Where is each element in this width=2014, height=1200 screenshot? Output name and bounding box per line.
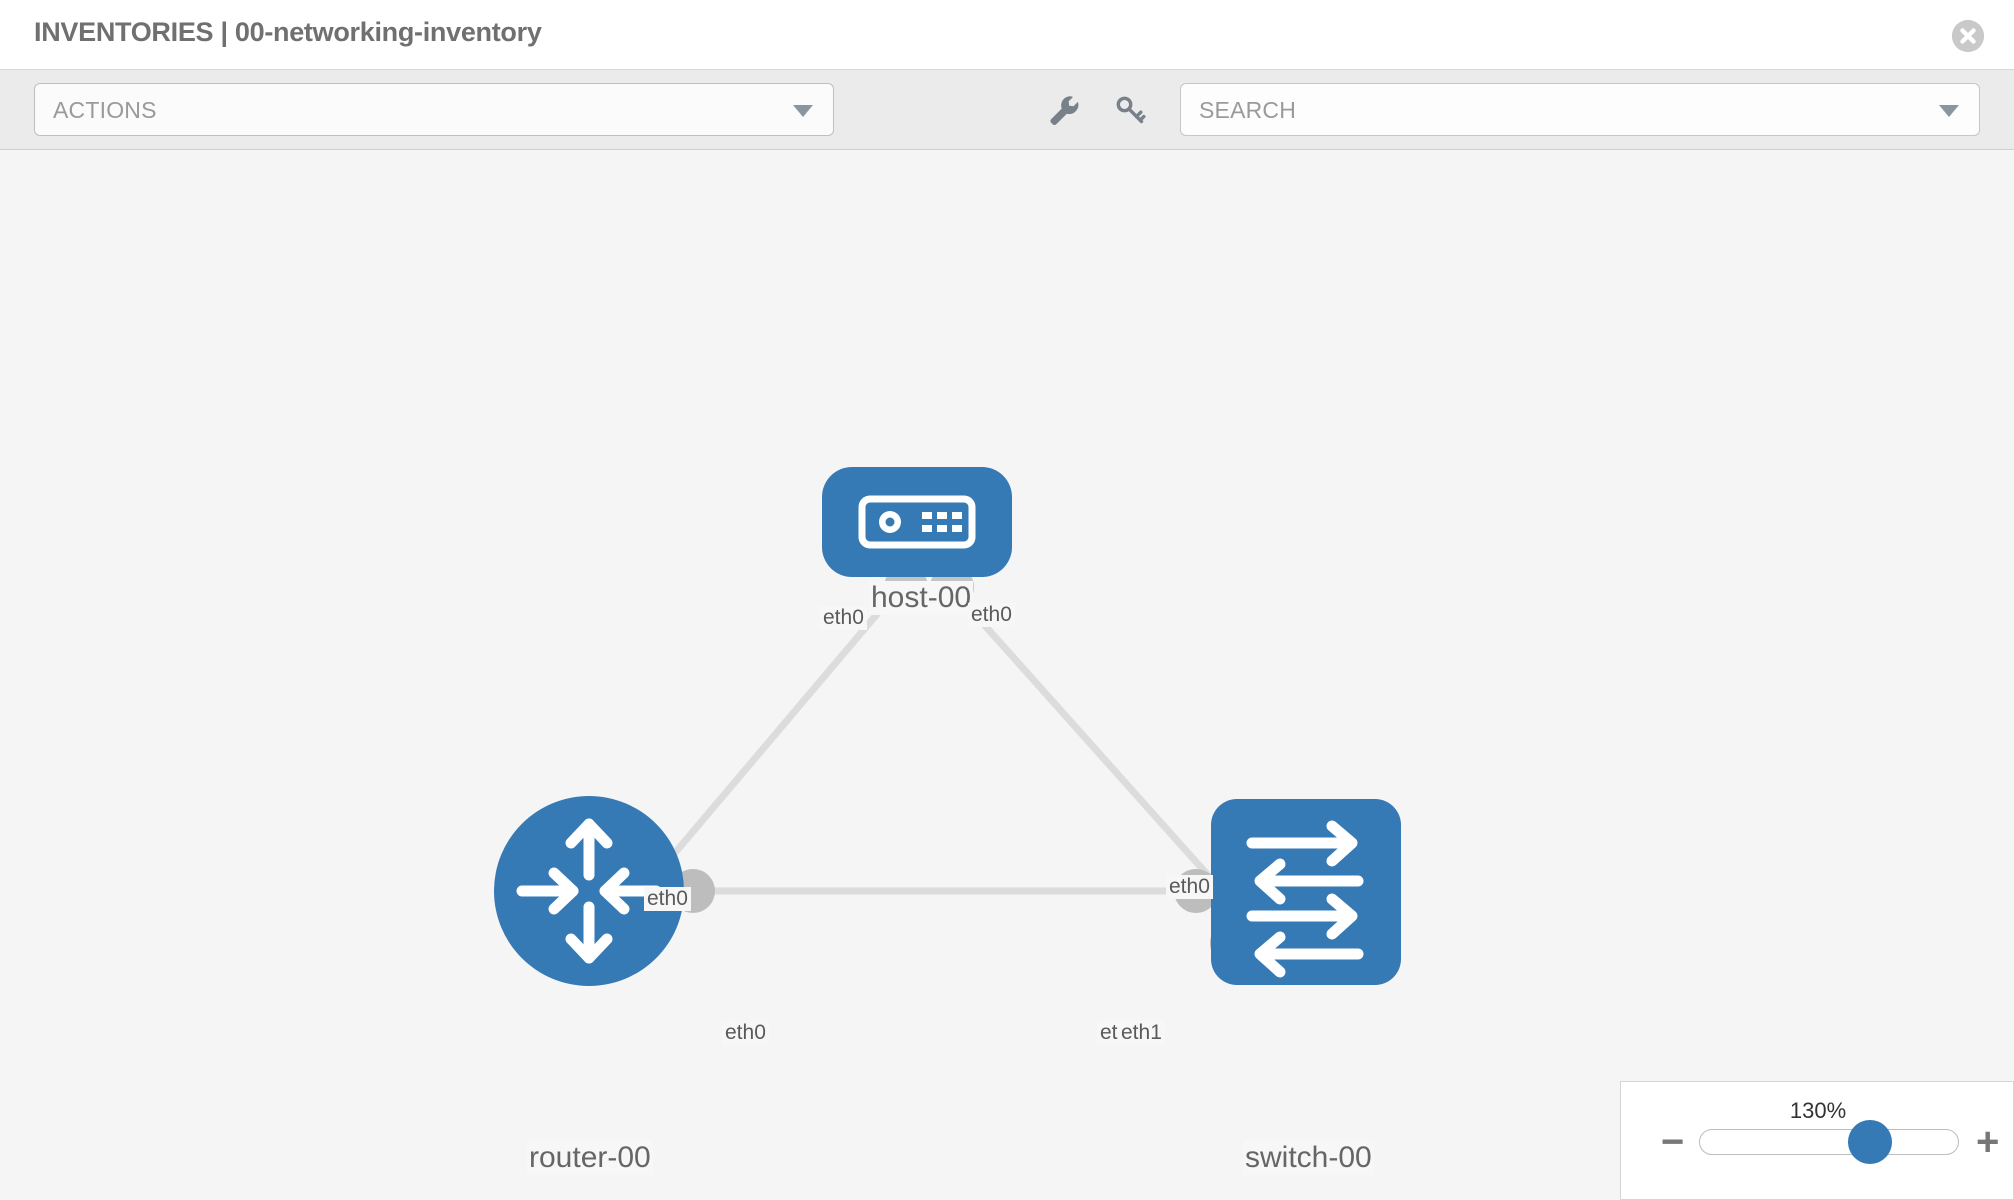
chevron-down-icon — [1939, 105, 1959, 117]
node-host-00 — [822, 467, 1012, 577]
interface-label-switch-up: eth0 — [1166, 875, 1213, 899]
node-label-host-00: host-00 — [869, 581, 974, 615]
actions-dropdown[interactable]: ACTIONS — [34, 83, 834, 136]
page-title: INVENTORIES | 00-networking-inventory — [34, 17, 542, 47]
topology-canvas[interactable]: host-00 eth0 eth0 eth0 eth0 eth0 eth0 et… — [0, 151, 2014, 1200]
zoom-control-panel: 130% − + — [1620, 1081, 2014, 1200]
interface-label-router-up: eth0 — [644, 887, 691, 911]
interface-label-host-right: eth0 — [968, 603, 1015, 627]
toolbar: ACTIONS SEARCH — [0, 70, 2014, 150]
search-input[interactable]: SEARCH — [1180, 83, 1980, 136]
interface-label-host-left: eth0 — [820, 606, 867, 630]
page-header: INVENTORIES | 00-networking-inventory — [0, 0, 2014, 70]
node-label-router-00: router-00 — [527, 1141, 653, 1175]
topology-svg — [494, 467, 1401, 986]
key-icon[interactable] — [1112, 92, 1148, 128]
node-switch-00 — [1211, 799, 1401, 985]
server-icon — [858, 495, 976, 549]
interface-label-router-right: eth0 — [722, 1021, 769, 1045]
zoom-slider[interactable] — [1699, 1129, 1959, 1155]
node-label-switch-00: switch-00 — [1243, 1141, 1374, 1175]
link-router-host — [627, 578, 908, 909]
link-host-switch — [942, 578, 1243, 914]
switch-arrows-icon — [1246, 820, 1364, 978]
search-placeholder: SEARCH — [1199, 97, 1297, 123]
wrench-icon[interactable] — [1046, 92, 1082, 128]
zoom-level-value: 130% — [1789, 1098, 1847, 1123]
actions-dropdown-label: ACTIONS — [53, 97, 157, 123]
node-router-00 — [494, 796, 684, 986]
interface-label-switch-left-b: eth1 — [1118, 1021, 1165, 1045]
zoom-slider-thumb[interactable] — [1848, 1120, 1892, 1164]
topology-connectors — [671, 565, 1258, 967]
router-arrows-icon — [516, 818, 662, 964]
topology-links — [627, 578, 1243, 914]
plus-icon[interactable]: + — [1976, 1120, 2000, 1164]
chevron-down-icon — [793, 105, 813, 117]
close-icon[interactable] — [1952, 20, 1984, 52]
minus-icon[interactable]: − — [1661, 1120, 1685, 1164]
